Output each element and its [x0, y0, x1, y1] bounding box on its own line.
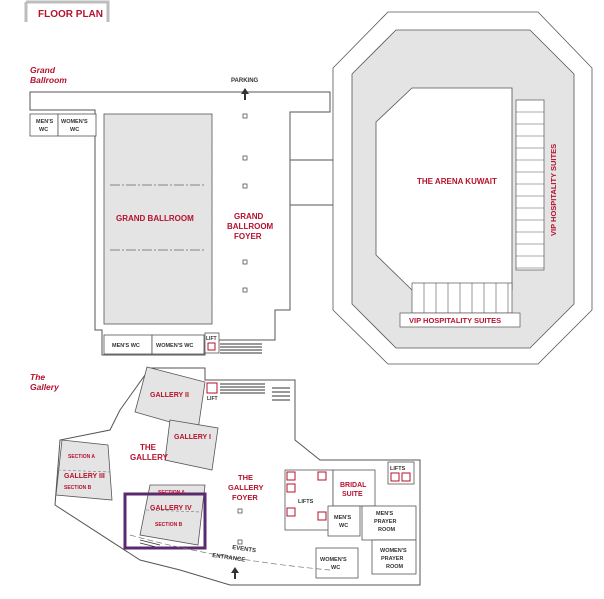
vip-suites-bottom-label: VIP HOSPITALITY SUITES [409, 316, 501, 325]
the-gallery-line2: GALLERY [130, 453, 169, 462]
gallery-foyer-line3: FOYER [232, 493, 258, 502]
parking-arrow-icon [241, 88, 249, 100]
events-entrance-line1: EVENTS [232, 545, 257, 554]
gallery-lifts-left-label: LIFTS [298, 499, 314, 505]
mens-prayer-line2: PRAYER [374, 519, 396, 525]
gallery-lifts-right-label: LIFTS [390, 466, 406, 472]
gallery-iv-section-b-label: SECTION B [155, 522, 183, 528]
ballroom-heading-line2: Ballroom [30, 75, 67, 85]
ballroom-foyer-line2: BALLROOM [227, 222, 274, 231]
ballroom-foyer-line3: FOYER [234, 232, 262, 241]
womens-prayer-line3: ROOM [386, 564, 404, 570]
ballroom-lift-label: LIFT [206, 336, 217, 342]
events-entrance-line2: ENTRANCE [212, 553, 246, 564]
gallery-foyer-line1: THE [238, 473, 253, 482]
gallery-ii-label: GALLERY II [150, 392, 189, 399]
arena-kuwait-area [332, 11, 593, 365]
ballroom-heading-line1: Grand [30, 65, 56, 75]
the-gallery-line1: THE [140, 443, 157, 452]
page-title: FLOOR PLAN [38, 9, 103, 20]
womens-prayer-line1: WOMEN'S [380, 548, 407, 554]
header-bracket [26, 0, 110, 22]
gallery-lifts-right-block[interactable] [387, 461, 415, 485]
gallery-heading-line2: Gallery [30, 382, 60, 392]
mens-wc-top-line1: MEN'S [36, 119, 54, 125]
gallery-lift-box[interactable] [206, 382, 218, 394]
entrance-arrow-icon [231, 567, 239, 579]
vip-suites-right-label: VIP HOSPITALITY SUITES [549, 144, 558, 236]
gallery-womens-wc-line1: WOMEN'S [320, 557, 347, 563]
womens-wc-bottom-label: WOMEN'S WC [156, 343, 193, 349]
womens-wc-bottom[interactable] [151, 334, 205, 355]
gallery-iv-highlight[interactable] [123, 492, 207, 550]
gallery-womens-wc-room[interactable] [315, 547, 359, 579]
gallery-mens-wc-line1: MEN'S [334, 515, 352, 521]
gallery-iii-label: GALLERY III [64, 473, 105, 480]
womens-wc-top-line2: WC [70, 127, 79, 133]
gallery-heading-line1: The [30, 372, 45, 382]
gallery-i-label: GALLERY I [174, 434, 211, 441]
mens-prayer-line1: MEN'S [376, 511, 394, 517]
bridal-suite-line2: SUITE [342, 491, 363, 498]
gallery-iv-room[interactable] [139, 484, 206, 546]
mens-prayer-line3: ROOM [378, 527, 396, 533]
gallery-iv-section-a-label: SECTION A [158, 490, 185, 496]
grand-ballroom-area [29, 88, 331, 356]
womens-wc-top[interactable] [57, 113, 97, 137]
mens-wc-top-line2: WC [39, 127, 48, 133]
gallery-iii-section-b-label: SECTION B [64, 485, 92, 491]
womens-prayer-room[interactable] [371, 539, 417, 575]
gallery-area [54, 366, 421, 586]
ballroom-foyer-line1: GRAND [234, 212, 264, 221]
gallery-mens-wc-line2: WC [339, 523, 348, 529]
gallery-womens-wc-line2: WC [331, 565, 340, 571]
floor-plan-header: FLOOR PLAN [24, 0, 110, 22]
gallery-outline [54, 367, 421, 586]
womens-wc-top-line1: WOMEN'S [61, 119, 88, 125]
gallery-iii-room[interactable] [55, 439, 113, 501]
arena-floor[interactable] [375, 87, 513, 291]
gallery-i-room[interactable] [164, 419, 219, 471]
gallery-lift-label: LIFT [207, 396, 218, 402]
grand-ballroom-label: GRAND BALLROOM [116, 214, 194, 223]
arena-corridor [290, 159, 335, 206]
gallery-foyer-line2: GALLERY [228, 483, 264, 492]
gallery-iv-label: GALLERY IV [150, 505, 192, 512]
gallery-mens-wc-room[interactable] [327, 505, 361, 537]
womens-prayer-line2: PRAYER [381, 556, 403, 562]
bridal-suite-line1: BRIDAL [340, 482, 367, 489]
mens-wc-bottom-label: MEN'S WC [112, 343, 140, 349]
arena-name-label: THE ARENA KUWAIT [417, 177, 497, 186]
gallery-iii-section-a-label: SECTION A [68, 454, 95, 460]
parking-label: PARKING [231, 78, 259, 84]
